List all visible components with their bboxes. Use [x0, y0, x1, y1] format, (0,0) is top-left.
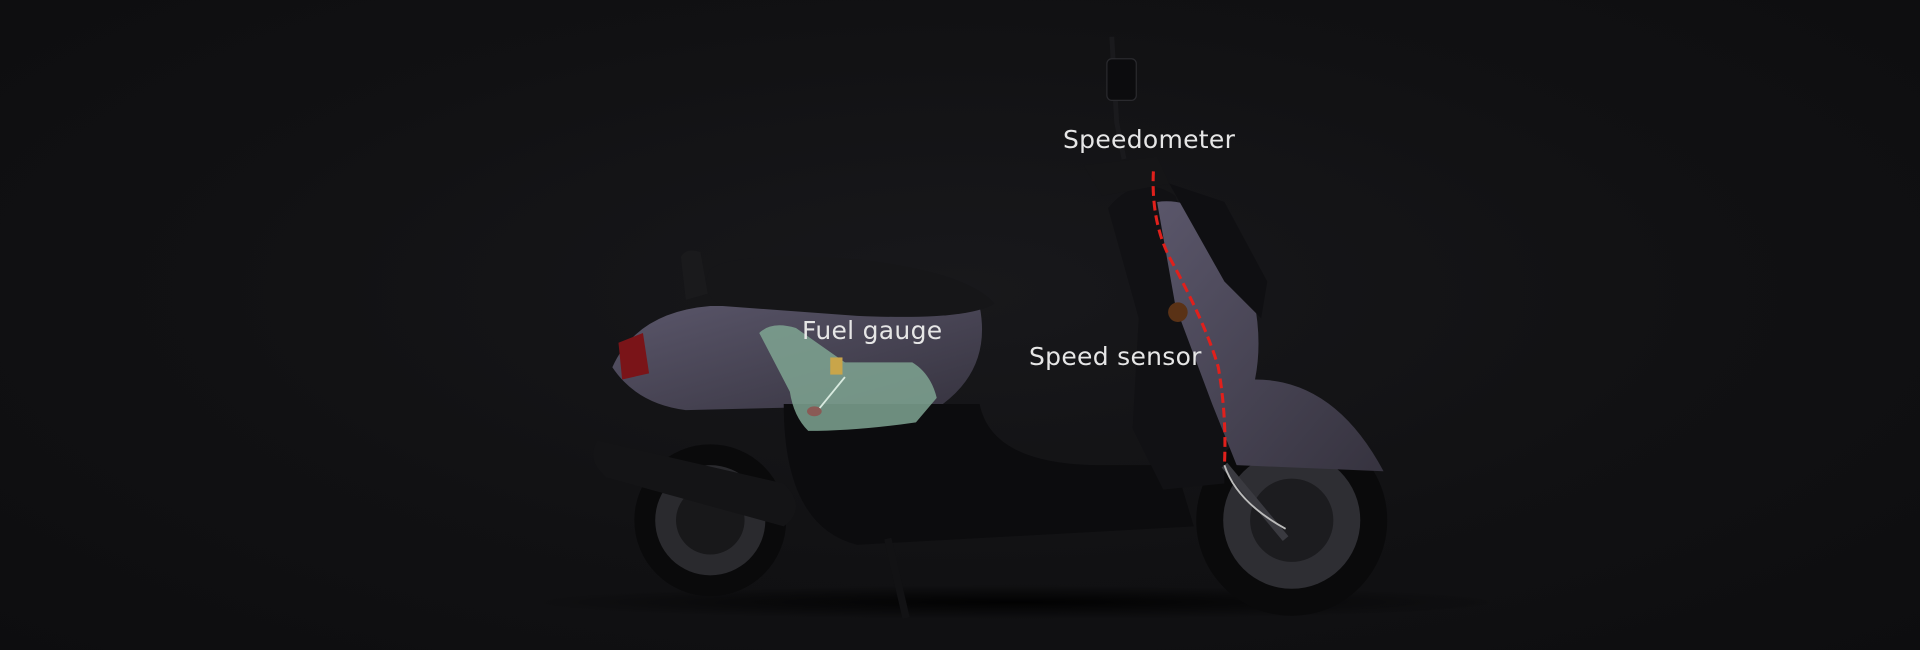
tail-light	[618, 332, 650, 380]
fuel-gauge-sender	[830, 357, 843, 375]
kickstand	[884, 537, 910, 619]
front-wheel	[1196, 424, 1388, 616]
turn-signal	[1168, 302, 1188, 322]
exhaust	[593, 440, 796, 527]
speedometer-label: Speedometer	[1063, 125, 1236, 154]
mirror	[1106, 58, 1137, 101]
floorboard	[783, 403, 1194, 545]
front-fork	[1221, 462, 1289, 541]
seat	[706, 256, 995, 317]
fuel-gauge-label: Fuel gauge	[802, 316, 943, 345]
handlebar	[1083, 156, 1170, 196]
ground-shadow	[526, 585, 1506, 620]
speed-sensor-cable-lower	[1223, 464, 1287, 530]
fuel-gauge-float	[806, 406, 822, 417]
front-leg-shield	[1108, 186, 1225, 490]
speed-sensor-cable	[1151, 171, 1227, 466]
speed-sensor-label: Speed sensor	[1029, 342, 1202, 371]
fuel-gauge-float-arm	[817, 376, 846, 411]
front-basket	[1169, 183, 1268, 319]
front-body-panel	[1157, 201, 1384, 472]
fuel-tank	[759, 325, 937, 431]
grab-handle	[680, 250, 708, 300]
